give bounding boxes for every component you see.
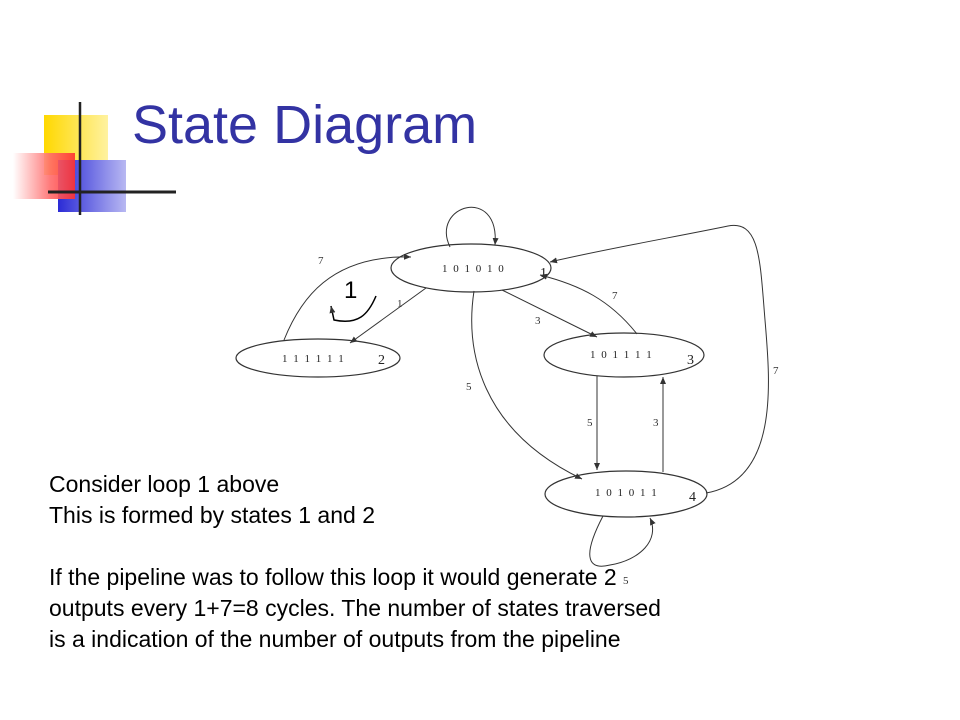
state-2-number: 2 (378, 353, 385, 368)
label-s2-to-s1: 7 (318, 255, 324, 267)
state-3-code: 1 0 1 1 1 1 (590, 349, 653, 361)
state-3-number: 3 (687, 353, 694, 368)
edge-s3-to-s1 (539, 273, 638, 335)
body-line-5: is a indication of the number of outputs… (49, 626, 621, 652)
edge-s1-to-s4 (471, 290, 583, 480)
edge-s1-to-s3 (501, 289, 598, 338)
loop-annotation-arrow (329, 295, 377, 322)
label-s3-to-s4: 5 (587, 417, 593, 429)
edge-s4-to-s1 (549, 224, 769, 494)
edge-s4-self-loop (589, 515, 656, 567)
label-s3-to-s1: 7 (612, 290, 618, 302)
edge-s2-to-s1 (283, 253, 412, 341)
slide-body: Consider loop 1 above This is formed by … (49, 469, 661, 655)
label-s4-to-s1: 7 (773, 365, 779, 377)
state-3: 1 0 1 1 1 1 3 (543, 332, 705, 378)
state-4: 1 0 1 0 1 1 4 (544, 470, 708, 518)
body-line-2: This is formed by states 1 and 2 (49, 502, 375, 528)
edge-s1-to-s2 (349, 287, 427, 344)
label-s4-self-loop: 5 (623, 575, 629, 587)
loop-annotation-label: 1 (344, 277, 357, 304)
body-line-4: outputs every 1+7=8 cycles. The number o… (49, 595, 661, 621)
body-spacer (49, 531, 661, 562)
label-s4-to-s3: 3 (653, 417, 659, 429)
label-s1-to-s4: 5 (466, 381, 472, 393)
body-line-3: If the pipeline was to follow this loop … (49, 564, 617, 590)
state-1-number: 1 (540, 266, 547, 281)
slide-logo (13, 102, 176, 215)
state-4-code: 1 0 1 0 1 1 (595, 487, 658, 499)
state-1: 1 0 1 0 1 0 1 (390, 243, 552, 293)
state-2-code: 1 1 1 1 1 1 (282, 353, 345, 365)
body-line-1: Consider loop 1 above (49, 471, 280, 497)
label-s1-to-s2: 1 (397, 298, 403, 310)
state-4-number: 4 (689, 490, 696, 505)
edge-s1-self-loop (445, 206, 499, 248)
label-s1-to-s3: 3 (535, 315, 541, 327)
state-2: 1 1 1 1 1 1 2 (235, 338, 401, 378)
slide-title: State Diagram (132, 95, 478, 155)
state-1-code: 1 0 1 0 1 0 (442, 263, 505, 275)
